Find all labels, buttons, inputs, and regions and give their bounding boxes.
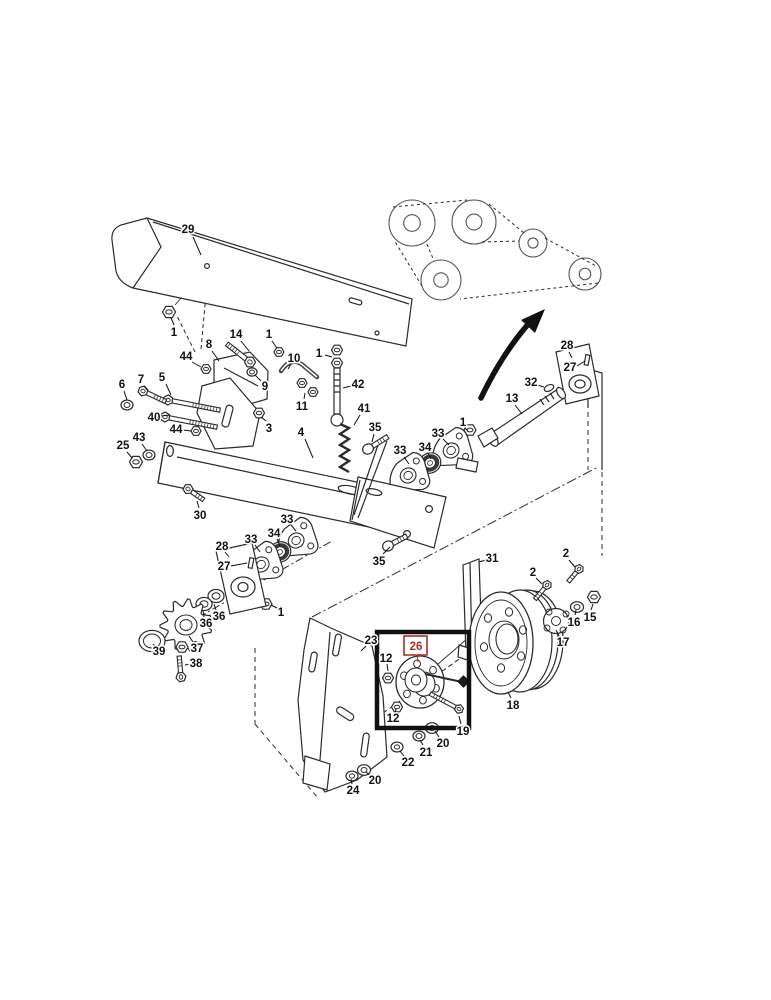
part-label-1: 1 bbox=[266, 329, 273, 341]
part-label-28: 28 bbox=[561, 340, 574, 352]
part-label-25: 25 bbox=[117, 440, 130, 452]
part-label-39: 39 bbox=[153, 646, 166, 658]
bearing-plate-28-lower bbox=[215, 542, 267, 615]
part-label-18: 18 bbox=[507, 700, 520, 712]
part-label-32: 32 bbox=[525, 377, 538, 389]
shaft-and-upper-bearing-plate bbox=[477, 343, 603, 470]
part-29-deflector-bar bbox=[111, 217, 413, 347]
part-label-44: 44 bbox=[170, 424, 183, 436]
part-label-11: 11 bbox=[296, 401, 309, 413]
part-label-33: 33 bbox=[245, 534, 258, 546]
part-label-19: 19 bbox=[457, 726, 470, 738]
part-label-35: 35 bbox=[369, 422, 382, 434]
part-label-41: 41 bbox=[358, 403, 371, 415]
part-label-26: 26 bbox=[410, 641, 423, 653]
part-label-9: 9 bbox=[262, 381, 268, 393]
direction-arrow bbox=[478, 309, 545, 401]
part-label-28: 28 bbox=[216, 541, 229, 553]
part-label-1: 1 bbox=[316, 348, 323, 360]
part-label-27: 27 bbox=[218, 561, 231, 573]
part-label-12: 12 bbox=[380, 653, 393, 665]
part-label-10: 10 bbox=[288, 353, 301, 365]
part-label-8: 8 bbox=[206, 339, 213, 351]
tension-bolt-and-spring bbox=[330, 367, 352, 474]
part-label-27: 27 bbox=[564, 362, 577, 374]
part-label-3: 3 bbox=[266, 423, 272, 435]
part-label-30: 30 bbox=[194, 510, 207, 522]
leader-lines bbox=[123, 236, 594, 785]
part-label-20: 20 bbox=[369, 775, 382, 787]
part-label-34: 34 bbox=[419, 442, 432, 454]
part-label-4: 4 bbox=[298, 427, 305, 439]
part-label-5: 5 bbox=[159, 372, 166, 384]
part-label-22: 22 bbox=[402, 757, 415, 769]
part-label-35: 35 bbox=[373, 556, 386, 568]
part-label-44: 44 bbox=[180, 351, 193, 363]
part-label-36: 36 bbox=[213, 611, 226, 623]
part-label-34: 34 bbox=[268, 528, 281, 540]
part-label-6: 6 bbox=[119, 379, 125, 391]
part-label-21: 21 bbox=[420, 747, 433, 759]
sprocket-37-group bbox=[138, 588, 225, 683]
part-label-38: 38 bbox=[190, 658, 203, 670]
part-label-2: 2 bbox=[563, 548, 569, 560]
part-label-33: 33 bbox=[432, 428, 445, 440]
part-label-40: 40 bbox=[148, 412, 161, 424]
highlight-box bbox=[374, 629, 472, 731]
part-label-1: 1 bbox=[171, 327, 178, 339]
part-label-16: 16 bbox=[568, 617, 581, 629]
part-label-1: 1 bbox=[460, 417, 467, 429]
belt-routing-diagram bbox=[388, 199, 602, 301]
part-label-13: 13 bbox=[506, 393, 519, 405]
part-label-33: 33 bbox=[281, 514, 294, 526]
part-label-36: 36 bbox=[200, 618, 213, 630]
hub-26-group bbox=[381, 655, 470, 714]
part-label-1: 1 bbox=[278, 607, 285, 619]
part-label-7: 7 bbox=[138, 374, 144, 386]
part-label-24: 24 bbox=[347, 785, 360, 797]
part-label-33: 33 bbox=[394, 445, 407, 457]
part-label-37: 37 bbox=[191, 643, 204, 655]
part-label-29: 29 bbox=[182, 224, 195, 236]
part-label-17: 17 bbox=[557, 637, 570, 649]
part-label-20: 20 bbox=[437, 738, 450, 750]
pulley-18-group bbox=[468, 563, 602, 695]
bracket-assembly bbox=[196, 351, 320, 450]
part-label-15: 15 bbox=[584, 612, 597, 624]
red-callout-box bbox=[403, 635, 428, 656]
part-label-2: 2 bbox=[530, 567, 536, 579]
part-label-12: 12 bbox=[387, 713, 400, 725]
bearing-set-right bbox=[389, 424, 477, 492]
part-label-43: 43 bbox=[133, 432, 146, 444]
part-label-23: 23 bbox=[365, 635, 378, 647]
main-beam-4 bbox=[157, 440, 479, 549]
part-label-42: 42 bbox=[352, 379, 365, 391]
part-label-31: 31 bbox=[486, 553, 499, 565]
guard-plate-23 bbox=[297, 617, 388, 793]
part-label-14: 14 bbox=[230, 329, 243, 341]
fastener-group-left bbox=[120, 305, 409, 552]
